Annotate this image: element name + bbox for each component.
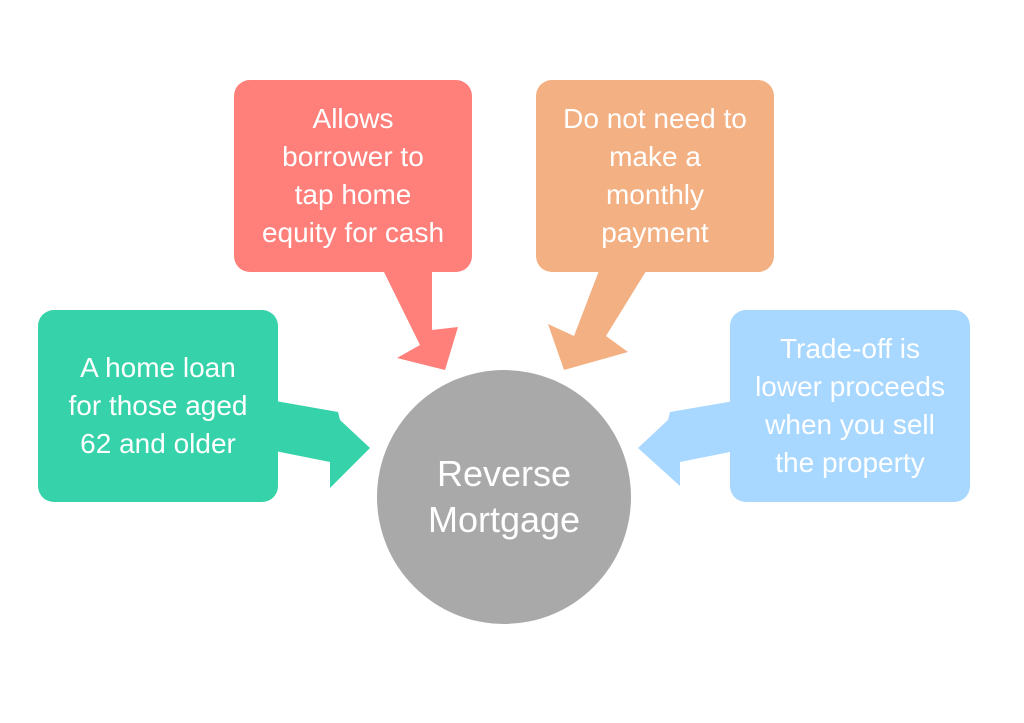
callout-text: A home loan for those aged 62 and older [68,352,248,459]
callout-home-loan-age: A home loan for those aged 62 and older [38,310,278,502]
callout-text: Allows borrower to tap home equity for c… [261,103,445,248]
callout-trade-off: Trade-off is lower proceeds when you sel… [730,310,970,502]
arrow-top-right [548,268,648,370]
arrow-top-left [382,268,458,370]
center-label: Reverse Mortgage [427,453,581,540]
arrow-left [270,400,370,488]
callout-tap-home-equity: Allows borrower to tap home equity for c… [234,80,472,272]
callout-text: Trade-off is lower proceeds when you sel… [755,333,945,478]
center-circle-reverse-mortgage: Reverse Mortgage [377,370,631,624]
arrow-right [638,400,740,486]
callout-text: Do not need to make a monthly payment [563,103,747,248]
callout-no-monthly-payment: Do not need to make a monthly payment [536,80,774,272]
